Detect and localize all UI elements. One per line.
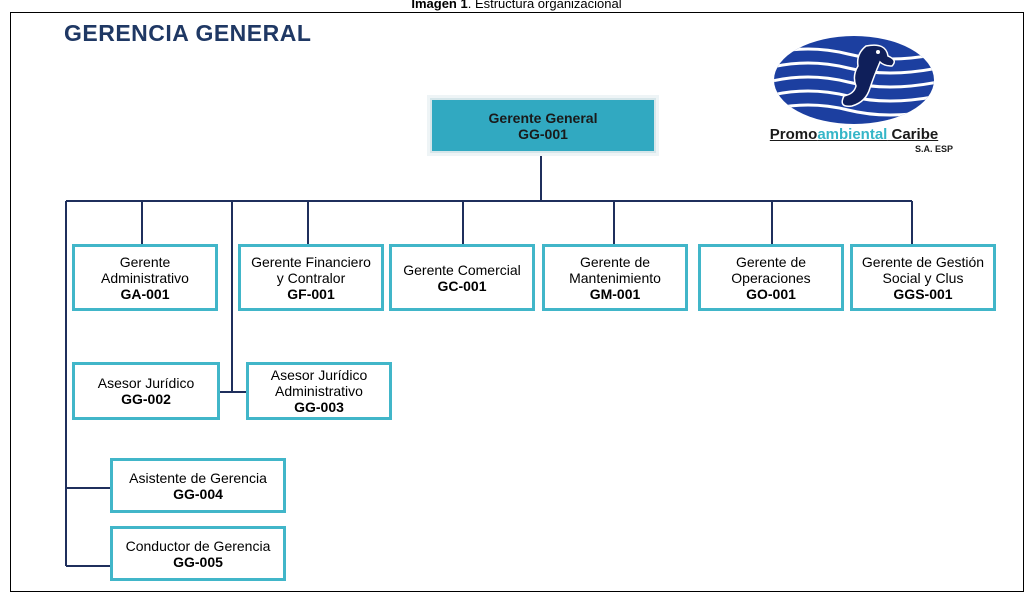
node-title-line1: Asesor Jurídico bbox=[97, 375, 195, 391]
node-gerente-financiero: Gerente Financiero y Contralor GF-001 bbox=[238, 244, 384, 311]
node-gerente-general: Gerente General GG-001 bbox=[430, 98, 656, 153]
logo-word-promo: Promo bbox=[769, 126, 818, 143]
node-asesor-juridico: Asesor Jurídico GG-002 bbox=[72, 362, 220, 420]
figure-caption: Imagen 1. Estructura organizacional bbox=[0, 0, 1033, 11]
caption-label: Imagen 1 bbox=[411, 0, 468, 11]
node-title-line2: Operaciones bbox=[731, 269, 811, 286]
node-gerente-administrativo: Gerente Administrativo GA-001 bbox=[72, 244, 218, 311]
node-code: GG-004 bbox=[173, 485, 223, 502]
node-title: Gerente General bbox=[488, 109, 598, 126]
node-title-line1: Conductor de Gerencia bbox=[125, 537, 271, 554]
node-gerente-gestion-social: Gerente de Gestión Social y Clus GGS-001 bbox=[850, 244, 996, 311]
node-code: GF-001 bbox=[287, 285, 335, 302]
node-code: GGS-001 bbox=[893, 285, 953, 302]
seahorse-emblem-icon bbox=[774, 36, 934, 124]
node-title-line1: Gerente bbox=[119, 253, 171, 270]
company-logo: Promoambiental Caribe S.A. ESP bbox=[748, 36, 960, 166]
node-gerente-mantenimiento: Gerente de Mantenimiento GM-001 bbox=[542, 244, 688, 311]
node-title-line1: Asistente de Gerencia bbox=[129, 469, 267, 486]
logo-word-caribe: Caribe bbox=[887, 126, 939, 143]
node-asistente-gerencia: Asistente de Gerencia GG-004 bbox=[110, 458, 286, 513]
caption-text: . Estructura organizacional bbox=[467, 0, 622, 11]
node-title-line2: Mantenimiento bbox=[569, 269, 661, 286]
node-title-line2: Administrativo bbox=[275, 383, 363, 399]
node-code: GA-001 bbox=[120, 285, 170, 302]
node-code: GG-005 bbox=[173, 553, 223, 570]
node-title-line2: y Contralor bbox=[276, 269, 346, 286]
node-code: GG-003 bbox=[294, 399, 344, 415]
page-title: GERENCIA GENERAL bbox=[64, 20, 312, 46]
logo-subtitle: S.A. ESP bbox=[914, 144, 953, 154]
node-code: GG-002 bbox=[121, 391, 171, 407]
node-conductor-gerencia: Conductor de Gerencia GG-005 bbox=[110, 526, 286, 581]
node-title-line1: Gerente de Gestión bbox=[861, 253, 985, 270]
node-title-line1: Gerente Comercial bbox=[403, 261, 521, 278]
node-code: GC-001 bbox=[437, 277, 487, 294]
logo-word-ambiental: ambiental bbox=[817, 126, 888, 143]
node-gerente-operaciones: Gerente de Operaciones GO-001 bbox=[698, 244, 844, 311]
logo-wordmark: Promoambiental Caribe bbox=[748, 126, 960, 143]
node-code: GG-001 bbox=[518, 125, 568, 142]
node-title-line1: Gerente de bbox=[735, 253, 807, 270]
node-title-line1: Gerente de bbox=[579, 253, 651, 270]
node-gerente-comercial: Gerente Comercial GC-001 bbox=[389, 244, 535, 311]
node-title-line1: Asesor Jurídico bbox=[270, 367, 368, 383]
node-code: GO-001 bbox=[746, 285, 796, 302]
node-title-line1: Gerente Financiero bbox=[251, 253, 371, 270]
node-asesor-juridico-administrativo: Asesor Jurídico Administrativo GG-003 bbox=[246, 362, 392, 420]
node-title-line2: Social y Clus bbox=[882, 269, 964, 286]
node-code: GM-001 bbox=[589, 285, 641, 302]
node-title-line2: Administrativo bbox=[101, 269, 189, 286]
